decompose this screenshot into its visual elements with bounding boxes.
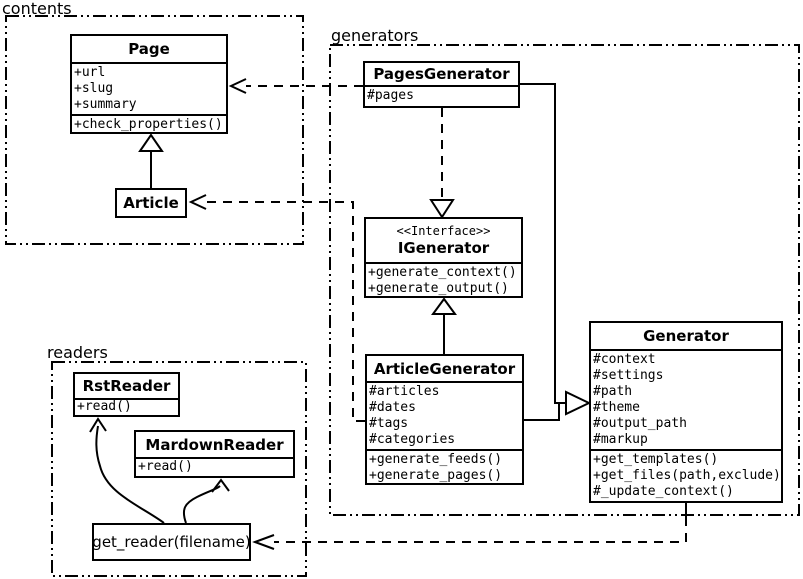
class-mardownreader-methods: +read()	[136, 457, 293, 476]
class-mardownreader: MardownReader +read()	[134, 430, 295, 478]
class-article-title: Article	[123, 194, 179, 212]
class-rstreader-title: RstReader	[82, 377, 171, 395]
package-label-contents: contents	[2, 0, 72, 18]
class-pagesgenerator-title: PagesGenerator	[373, 65, 510, 83]
class-generator-title: Generator	[643, 327, 729, 345]
generalization-articlegenerator-to-igenerator	[431, 297, 457, 354]
class-articlegenerator: ArticleGenerator #articles #dates #tags …	[365, 354, 524, 485]
class-igenerator: <<Interface>> IGenerator +generate_conte…	[364, 217, 523, 298]
class-article: Article	[115, 188, 187, 218]
generalization-to-generator	[520, 83, 592, 421]
class-igenerator-methods: +generate_context() +generate_output()	[366, 262, 521, 298]
class-page-methods: +check_properties()	[72, 114, 226, 134]
class-page: Page +url +slug +summary +check_properti…	[70, 34, 228, 134]
function-get-reader-label: get_reader(filename)	[92, 533, 251, 551]
class-generator-attributes: #context #settings #path #theme #output_…	[591, 349, 781, 449]
arrow-getreader-to-mardownreader	[182, 478, 230, 524]
package-border-generators	[329, 44, 800, 516]
realization-pagesgenerator-to-igenerator	[429, 108, 455, 219]
generalization-article-to-page	[138, 133, 164, 188]
class-generator-methods: +get_templates() +get_files(path,exclude…	[591, 449, 781, 501]
class-rstreader-methods: +read()	[75, 398, 178, 415]
package-label-readers: readers	[47, 343, 108, 362]
class-articlegenerator-attributes: #articles #dates #tags #categories	[367, 381, 522, 449]
package-label-generators: generators	[331, 26, 419, 45]
class-rstreader: RstReader +read()	[73, 372, 180, 417]
arrow-getreader-to-rstreader	[89, 417, 165, 524]
class-igenerator-stereotype: <<Interface>>	[396, 224, 491, 238]
class-page-attributes: +url +slug +summary	[72, 62, 226, 114]
class-igenerator-title: IGenerator	[397, 239, 490, 257]
package-border-contents	[5, 15, 304, 245]
class-articlegenerator-title: ArticleGenerator	[373, 359, 516, 378]
class-page-title: Page	[128, 40, 170, 58]
dependency-articlegenerator-to-article	[188, 194, 365, 422]
dependency-generator-to-getreader	[252, 503, 687, 550]
function-get-reader: get_reader(filename)	[92, 523, 251, 561]
class-pagesgenerator-attributes: #pages	[365, 85, 518, 106]
dependency-pagesgenerator-to-page	[228, 78, 363, 94]
class-articlegenerator-methods: +generate_feeds() +generate_pages()	[367, 449, 522, 485]
class-mardownreader-title: MardownReader	[145, 435, 284, 454]
class-pagesgenerator: PagesGenerator #pages	[363, 61, 520, 108]
package-border-readers	[51, 361, 307, 577]
class-generator: Generator #context #settings #path #them…	[589, 321, 783, 503]
class-igenerator-header: <<Interface>> IGenerator	[366, 219, 521, 262]
